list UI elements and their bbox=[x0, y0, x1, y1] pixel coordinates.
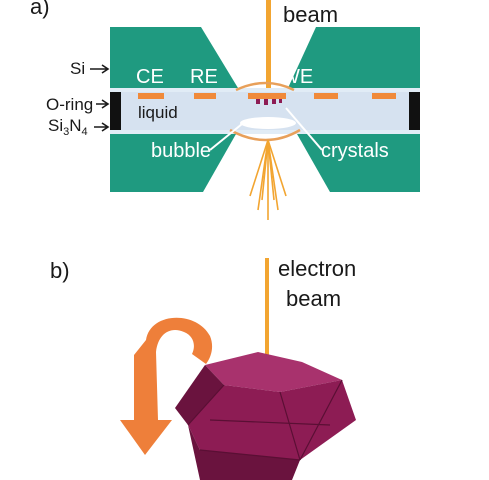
electron-beam-top bbox=[266, 0, 271, 92]
panel-a-label: a) bbox=[30, 0, 50, 19]
sin-membrane-top bbox=[110, 88, 420, 92]
electrode-right-1 bbox=[314, 93, 338, 99]
o-ring-left bbox=[110, 92, 121, 130]
crystal-face-bottom bbox=[188, 425, 300, 480]
arrow-si bbox=[90, 64, 110, 74]
label-si: Si bbox=[70, 59, 85, 78]
window-membrane-top bbox=[235, 81, 295, 92]
electrode-we bbox=[248, 93, 286, 99]
electrode-right-2 bbox=[372, 93, 396, 99]
crystal-face-left bbox=[175, 365, 224, 425]
label-sin: Si3N4 bbox=[48, 116, 88, 138]
label-crystals: crystals bbox=[321, 140, 389, 162]
beam-label-b-line1: electron bbox=[278, 256, 356, 281]
label-bubble: bubble bbox=[151, 140, 211, 162]
window-membrane-bottom bbox=[229, 128, 301, 142]
label-re: RE bbox=[190, 66, 218, 88]
electron-beam-b bbox=[265, 258, 269, 368]
rotation-arrow bbox=[120, 317, 213, 455]
electrode-re bbox=[194, 93, 216, 99]
pointer-bubble bbox=[209, 123, 243, 151]
label-liquid: liquid bbox=[138, 103, 178, 122]
crystal-edges bbox=[187, 379, 343, 461]
panel-a: a) beam bbox=[30, 0, 420, 220]
silicon-top-right bbox=[288, 27, 420, 88]
arrow-o-ring bbox=[96, 99, 110, 109]
panel-b-label: b) bbox=[50, 258, 70, 283]
electrode-ce bbox=[138, 93, 164, 99]
panel-b: b) electron beam bbox=[50, 256, 356, 480]
label-ce: CE bbox=[136, 66, 164, 88]
o-ring-right bbox=[409, 92, 420, 130]
bubble bbox=[240, 117, 296, 129]
crystal-face-top bbox=[205, 352, 342, 392]
beam-label-b-line2: beam bbox=[286, 286, 341, 311]
sin-membrane-bottom bbox=[110, 130, 420, 134]
electron-beam-scatter bbox=[249, 139, 287, 220]
arrow-sin bbox=[94, 122, 110, 132]
crystal-prism bbox=[175, 352, 356, 480]
beam-label: beam bbox=[283, 2, 338, 27]
label-we: WE bbox=[281, 66, 313, 88]
crystal-face-front bbox=[188, 380, 356, 460]
silicon-bottom-left bbox=[110, 134, 236, 192]
silicon-top-left bbox=[110, 27, 238, 88]
label-o-ring: O-ring bbox=[46, 95, 93, 114]
pointer-crystals bbox=[285, 107, 323, 151]
crystals-on-electrode bbox=[256, 99, 282, 105]
silicon-bottom-right bbox=[297, 134, 420, 192]
